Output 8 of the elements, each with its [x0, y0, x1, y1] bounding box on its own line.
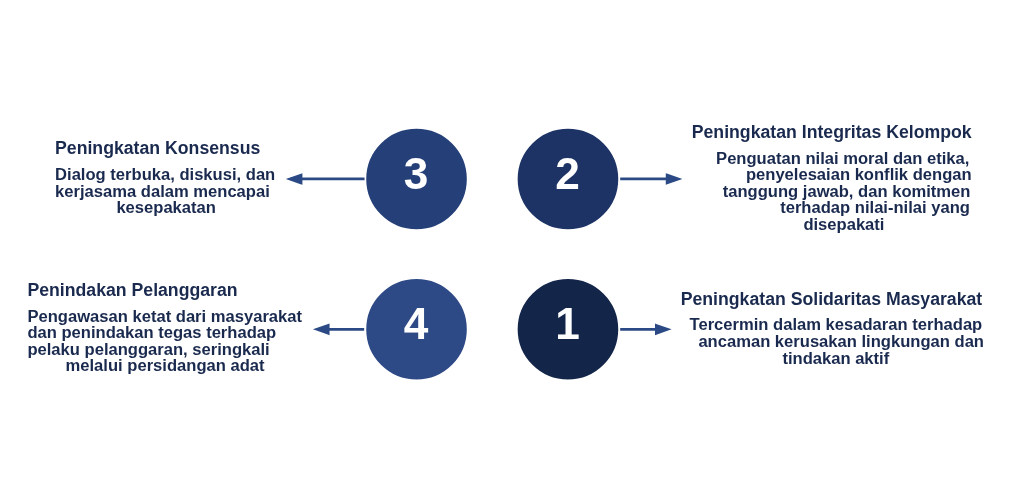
arrow: [620, 172, 683, 185]
node-text: Penindakan Pelanggaran Pengawasan ketat dari masyarakat dan penindakan tegas terhadap pelaku pelanggaran, seringkali melalui persidangan adat: [27, 279, 303, 375]
node-text: Peningkatan Integritas Kelompok Penguatan nilai moral dan etika, penyelesaian konflik dengan tanggung jawab, dan komitmen terhadap nilai-nilai yang disepakati: [691, 121, 972, 234]
arrow: [312, 323, 365, 335]
node-text: Peningkatan Konsensus Dialog terbuka, diskusi, dan kerjasama dalam mencapai kesepakatan: [55, 137, 276, 217]
arrow: [620, 323, 672, 335]
arrow: [285, 172, 365, 185]
node-text: Peningkatan Solidaritas Masyarakat Tercermin dalam kesadaran terhadap ancaman kerusakan lingkungan dan tindakan aktif: [680, 288, 984, 368]
